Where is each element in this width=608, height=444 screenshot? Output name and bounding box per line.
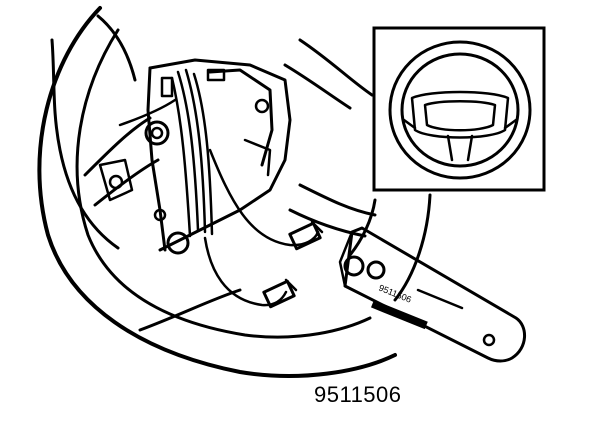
airbag-connector-lower	[262, 278, 298, 309]
steering-wheel-spokes	[83, 38, 377, 332]
wiring-harness	[118, 68, 320, 307]
inset-steering-wheel-overview	[372, 26, 546, 192]
special-tool-adapter: 9511506	[338, 226, 526, 363]
tool-barcode	[371, 300, 428, 330]
hub-bracket	[98, 58, 292, 255]
figure-number: 9511506	[314, 382, 402, 407]
airbag-connector-upper	[288, 220, 324, 251]
